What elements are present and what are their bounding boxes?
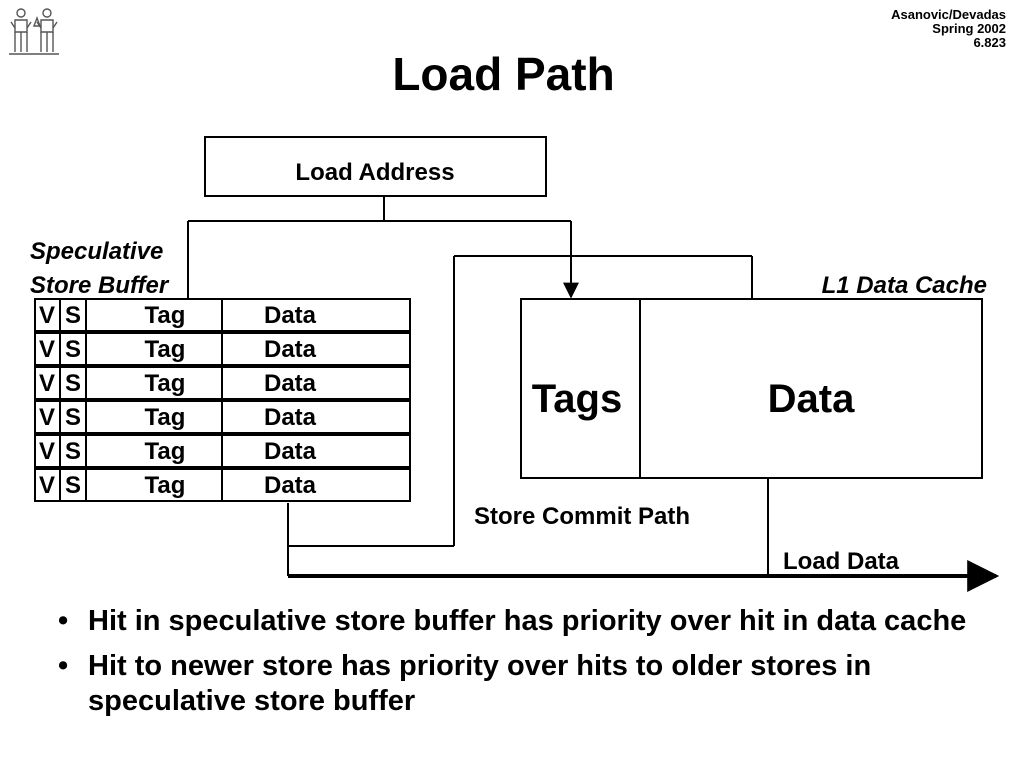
buffer-cell-tag: Tag (145, 302, 186, 329)
buffer-row-3: V S Tag Data (34, 400, 411, 434)
buffer-cell-data: Data (264, 370, 317, 397)
buffer-cell-v: V (39, 438, 55, 465)
buffer-cell-data: Data (264, 404, 317, 431)
header-term: Spring 2002 (932, 21, 1006, 36)
buffer-cell-v: V (39, 302, 55, 329)
buffer-row-5: V S Tag Data (34, 468, 411, 502)
header-course: 6.823 (973, 35, 1006, 50)
buffer-cell-tag: Tag (145, 370, 186, 397)
buffer-cell-s: S (65, 302, 81, 329)
buffer-cell-data: Data (264, 472, 317, 499)
load-data-label: Load Data (783, 548, 900, 575)
bullet-item: • Hit to newer store has priority over h… (58, 649, 998, 719)
bullet-text: Hit to newer store has priority over hit… (88, 650, 872, 717)
buffer-cell-data: Data (264, 336, 317, 363)
buffer-label-line2: Store Buffer (30, 272, 170, 299)
header-author: Asanovic/Devadas (891, 7, 1006, 22)
buffer-row-1: V S Tag Data (34, 332, 411, 366)
buffer-cell-v: V (39, 404, 55, 431)
page-title: Load Path (392, 48, 615, 100)
cache-box (520, 298, 983, 479)
buffer-cell-s: S (65, 404, 81, 431)
bullet-list: • Hit in speculative store buffer has pr… (58, 604, 998, 729)
buffer-label-line1: Speculative (30, 238, 163, 265)
buffer-row-4: V S Tag Data (34, 434, 411, 468)
load-path-diagram: Load Address Speculative Store Buffer V … (30, 136, 1000, 592)
store-buffer: V S Tag Data V S Tag Data V S Tag Data (34, 298, 411, 502)
load-address-label: Load Address (295, 159, 454, 186)
buffer-cell-data: Data (264, 302, 317, 329)
load-address-box (204, 136, 547, 197)
buffer-cell-tag: Tag (145, 404, 186, 431)
bullet-text: Hit in speculative store buffer has prio… (88, 605, 967, 637)
buffer-cell-s: S (65, 336, 81, 363)
cache-data-label: Data (768, 377, 855, 421)
header-info: Asanovic/Devadas Spring 2002 6.823 (891, 8, 1006, 50)
buffer-cell-s: S (65, 370, 81, 397)
buffer-cell-tag: Tag (145, 336, 186, 363)
buffer-cell-v: V (39, 472, 55, 499)
mit-figures-logo-icon (9, 8, 59, 55)
cache-label: L1 Data Cache (822, 272, 987, 299)
buffer-cell-tag: Tag (145, 472, 186, 499)
bullet-dot-icon: • (58, 605, 69, 637)
buffer-cell-v: V (39, 370, 55, 397)
buffer-cell-tag: Tag (145, 438, 186, 465)
bullet-item: • Hit in speculative store buffer has pr… (58, 604, 998, 639)
buffer-row-2: V S Tag Data (34, 366, 411, 400)
buffer-row-0: V S Tag Data (34, 298, 411, 332)
buffer-cell-s: S (65, 472, 81, 499)
buffer-cell-data: Data (264, 438, 317, 465)
bullet-dot-icon: • (58, 650, 69, 682)
cache-tags-label: Tags (532, 377, 622, 421)
buffer-cell-v: V (39, 336, 55, 363)
store-commit-path-label: Store Commit Path (474, 503, 690, 530)
buffer-cell-s: S (65, 438, 81, 465)
